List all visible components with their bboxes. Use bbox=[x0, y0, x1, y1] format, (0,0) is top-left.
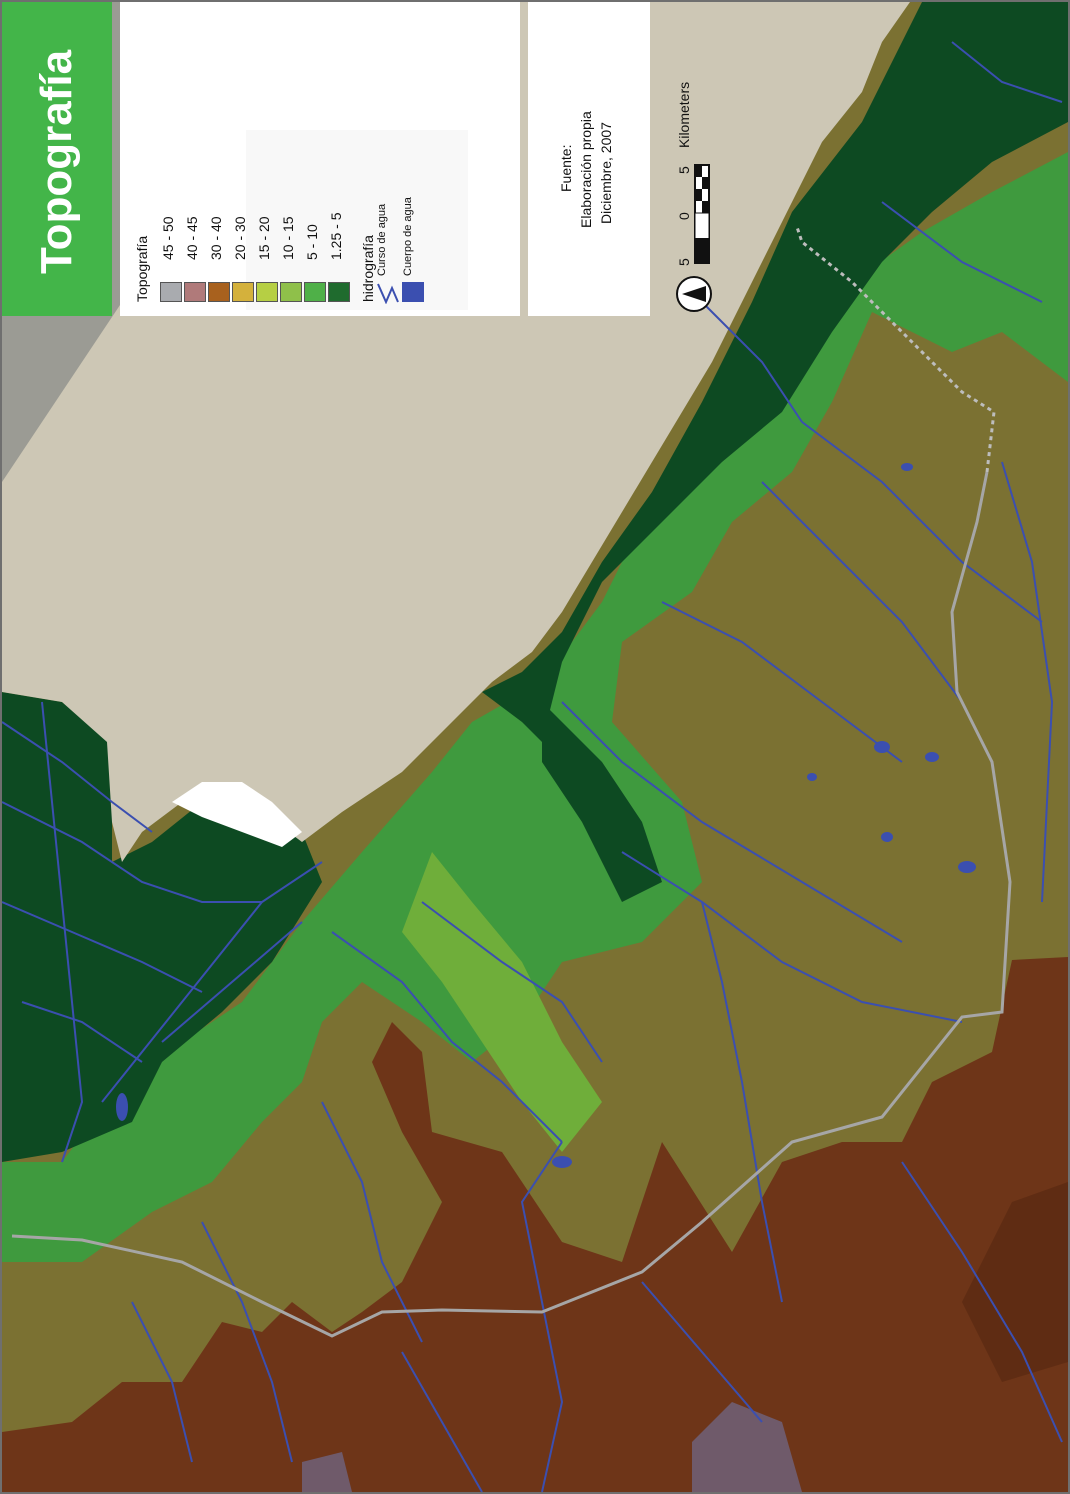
waterbody-swatch bbox=[402, 282, 424, 302]
lowland-strip bbox=[482, 2, 1068, 742]
legend-swatch-15-20 bbox=[256, 282, 278, 302]
scale-tick-mid: 0 bbox=[676, 212, 692, 220]
source-panel: Fuente: Elaboración propia Diciembre, 20… bbox=[528, 2, 650, 316]
upland-terrain bbox=[2, 957, 1068, 1492]
legend-swatch-10-15 bbox=[280, 282, 302, 302]
white-patch bbox=[172, 782, 302, 847]
upland-patch bbox=[962, 1182, 1068, 1382]
river-network bbox=[2, 41, 1063, 1492]
legend-label-45-50: 45 - 50 bbox=[160, 216, 176, 260]
legend-label-40-45: 40 - 45 bbox=[184, 216, 200, 260]
legend-label-5-10: 5 - 10 bbox=[304, 224, 320, 260]
road bbox=[11, 471, 1012, 1338]
legend-waterbody-label: Cuerpo de agua bbox=[402, 197, 414, 276]
north-arrow-icon bbox=[676, 276, 712, 312]
high-patch bbox=[692, 1402, 802, 1492]
source-line2: Diciembre, 2007 bbox=[598, 122, 614, 224]
legend-swatch-40-45 bbox=[184, 282, 206, 302]
title-panel: Topografía bbox=[2, 2, 112, 316]
scale-tick-left: 5 bbox=[676, 258, 692, 266]
legend-stream-label: Curso de agua bbox=[376, 203, 388, 276]
legend-swatch-1-25-5 bbox=[328, 282, 350, 302]
lowland-valley bbox=[542, 702, 662, 902]
source-label: Fuente: bbox=[558, 144, 574, 192]
legend-label-15-20: 15 - 20 bbox=[256, 216, 272, 260]
high-patch-2 bbox=[302, 1452, 352, 1492]
slope-light bbox=[402, 852, 602, 1152]
legend-label-1-25-5: 1.25 - 5 bbox=[328, 212, 344, 260]
legend-hydro-heading: hidrografía bbox=[360, 235, 376, 302]
waterbodies bbox=[116, 463, 976, 1168]
legend-label-10-15: 10 - 15 bbox=[280, 216, 296, 260]
source-line1: Elaboración propia bbox=[578, 111, 594, 228]
legend-box bbox=[246, 130, 468, 310]
legend-label-30-40: 30 - 40 bbox=[208, 216, 224, 260]
scale-tick-right: 5 bbox=[676, 166, 692, 174]
stream-symbol-icon bbox=[377, 283, 399, 304]
legend-swatch-20-30 bbox=[232, 282, 254, 302]
legend-swatch-30-40 bbox=[208, 282, 230, 302]
legend-swatch-45-50 bbox=[160, 282, 182, 302]
map-title: Topografía bbox=[32, 49, 81, 274]
scale-unit: Kilometers bbox=[676, 81, 692, 148]
legend-topo-heading: Topografía bbox=[134, 235, 150, 302]
legend-panel: Topografía 45 - 50 40 - 45 30 - 40 20 - … bbox=[120, 2, 520, 316]
scale-bar bbox=[694, 164, 710, 264]
legend-swatch-5-10 bbox=[304, 282, 326, 302]
legend-label-20-30: 20 - 30 bbox=[232, 216, 248, 260]
